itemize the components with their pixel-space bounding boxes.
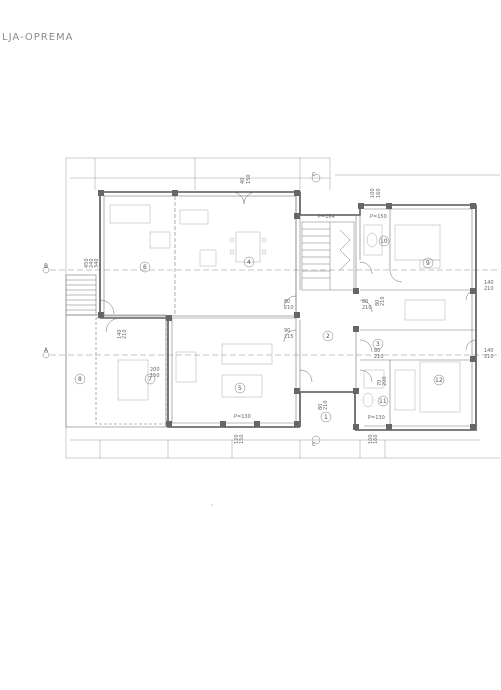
room-6: 6 bbox=[139, 261, 151, 273]
svg-text:9: 9 bbox=[426, 260, 430, 267]
svg-text:80: 80 bbox=[318, 404, 324, 410]
axis-label-b: B bbox=[44, 263, 48, 270]
interior-stair bbox=[301, 221, 355, 291]
svg-text:150: 150 bbox=[150, 373, 160, 379]
dimension-labels: 40 150 100 160 C 450 240 340 140 210 140… bbox=[84, 172, 494, 448]
svg-text:200: 200 bbox=[382, 376, 388, 386]
svg-text:70: 70 bbox=[377, 380, 383, 386]
svg-text:140: 140 bbox=[484, 280, 494, 286]
svg-text:210: 210 bbox=[484, 354, 494, 360]
svg-text:8: 8 bbox=[78, 376, 82, 383]
svg-text:215: 215 bbox=[284, 334, 294, 340]
axis-marker-a: A bbox=[42, 347, 50, 359]
svg-text:2: 2 bbox=[326, 333, 330, 340]
svg-text:340: 340 bbox=[94, 258, 100, 268]
svg-text:200: 200 bbox=[150, 367, 160, 373]
svg-text:80: 80 bbox=[375, 300, 381, 306]
svg-text:11: 11 bbox=[379, 398, 387, 405]
room-11: 11 bbox=[377, 395, 389, 407]
svg-text:4: 4 bbox=[247, 259, 251, 266]
guide-lines bbox=[65, 157, 500, 459]
svg-text:P=130: P=130 bbox=[368, 415, 385, 421]
svg-text:90: 90 bbox=[284, 328, 290, 334]
doors bbox=[99, 191, 477, 383]
svg-text:210: 210 bbox=[380, 296, 386, 306]
axis-lines bbox=[50, 269, 500, 356]
exterior-walls bbox=[99, 191, 477, 431]
svg-text:80: 80 bbox=[284, 299, 290, 305]
room-3: 3 bbox=[372, 338, 384, 350]
svg-text:40: 40 bbox=[240, 178, 246, 184]
section-markers bbox=[311, 173, 321, 445]
svg-text:100: 100 bbox=[368, 434, 374, 444]
room-10: 10 bbox=[378, 235, 390, 247]
room-8: 8 bbox=[74, 373, 86, 385]
svg-text:7: 7 bbox=[148, 376, 152, 383]
inner-walls bbox=[100, 192, 476, 430]
svg-text:210: 210 bbox=[323, 400, 329, 410]
svg-text:160: 160 bbox=[376, 188, 382, 198]
svg-text:C: C bbox=[312, 442, 316, 448]
svg-text:C: C bbox=[312, 172, 316, 178]
svg-text:450: 450 bbox=[84, 258, 90, 268]
axis-marker-b: B bbox=[42, 263, 50, 274]
svg-text:240: 240 bbox=[89, 258, 95, 268]
svg-text:80: 80 bbox=[374, 348, 380, 354]
room-labels: 1 2 3 4 5 6 7 8 9 10 11 12 bbox=[74, 235, 445, 423]
svg-text:P=130: P=130 bbox=[234, 414, 251, 420]
speck bbox=[211, 504, 213, 506]
room-9: 9 bbox=[422, 257, 434, 269]
svg-text:140: 140 bbox=[117, 329, 123, 339]
svg-text:210: 210 bbox=[284, 305, 294, 311]
columns bbox=[98, 190, 476, 430]
room-7: 7 bbox=[144, 373, 156, 385]
svg-text:140: 140 bbox=[484, 348, 494, 354]
room-12: 12 bbox=[433, 374, 445, 386]
exterior-stair bbox=[65, 274, 97, 316]
svg-text:5: 5 bbox=[238, 385, 242, 392]
svg-text:120: 120 bbox=[234, 434, 240, 444]
room-5: 5 bbox=[234, 382, 246, 394]
furniture bbox=[109, 204, 461, 413]
svg-text:10: 10 bbox=[380, 238, 388, 245]
sheet-title: LJA-OPREMA bbox=[2, 32, 74, 43]
axis-label-a: A bbox=[44, 347, 49, 354]
svg-text:6: 6 bbox=[143, 264, 147, 271]
room-1: 1 bbox=[320, 411, 332, 423]
svg-text:12: 12 bbox=[435, 377, 443, 384]
svg-text:210: 210 bbox=[484, 286, 494, 292]
room-2: 2 bbox=[322, 330, 334, 342]
svg-text:150: 150 bbox=[246, 174, 252, 184]
svg-text:P=264: P=264 bbox=[318, 214, 335, 220]
svg-text:150: 150 bbox=[239, 434, 245, 444]
svg-text:160: 160 bbox=[373, 434, 379, 444]
svg-text:1: 1 bbox=[324, 414, 328, 421]
room-4: 4 bbox=[243, 256, 255, 268]
svg-text:210: 210 bbox=[374, 354, 384, 360]
svg-text:3: 3 bbox=[376, 341, 380, 348]
svg-text:80: 80 bbox=[362, 299, 368, 305]
svg-text:210: 210 bbox=[362, 305, 372, 311]
svg-text:100: 100 bbox=[370, 188, 376, 198]
svg-text:P=150: P=150 bbox=[370, 214, 387, 220]
svg-text:210: 210 bbox=[122, 329, 128, 339]
